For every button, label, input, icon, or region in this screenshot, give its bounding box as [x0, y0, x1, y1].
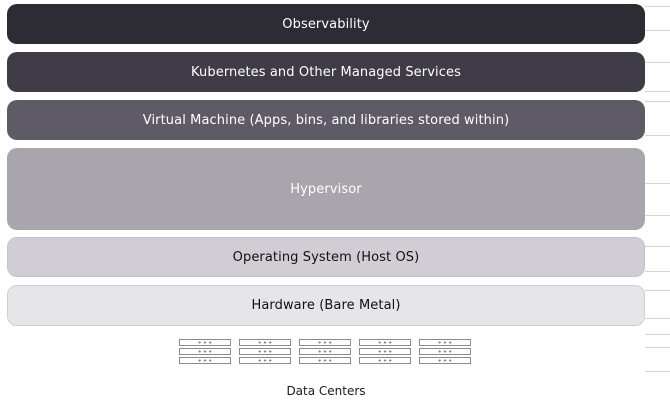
- edge-divider: [645, 30, 670, 31]
- layer-operating-system: Operating System (Host OS): [7, 237, 645, 277]
- edge-divider: [645, 62, 670, 63]
- layer-hypervisor: Hypervisor: [7, 148, 645, 230]
- layer-hardware-label: Hardware (Bare Metal): [251, 298, 401, 313]
- edge-divider: [645, 318, 670, 319]
- edge-divider: [645, 334, 670, 335]
- server-rack-icon: [239, 339, 291, 366]
- layer-kubernetes: Kubernetes and Other Managed Services: [7, 52, 645, 92]
- layer-observability: Observability: [7, 4, 645, 44]
- edge-divider: [645, 347, 670, 348]
- edge-divider: [645, 271, 670, 272]
- server-rack-icon: [419, 339, 471, 366]
- server-rack-icon: [359, 339, 411, 366]
- layer-observability-label: Observability: [282, 16, 370, 32]
- layer-kubernetes-label: Kubernetes and Other Managed Services: [191, 64, 461, 80]
- edge-divider: [645, 371, 670, 372]
- edge-divider: [645, 91, 670, 92]
- layer-virtual-machine: Virtual Machine (Apps, bins, and librari…: [7, 100, 645, 140]
- layer-hypervisor-label: Hypervisor: [290, 181, 362, 197]
- edge-divider: [645, 215, 670, 216]
- edge-divider: [645, 135, 670, 136]
- edge-divider: [645, 6, 670, 7]
- layer-operating-system-label: Operating System (Host OS): [232, 249, 420, 265]
- edge-divider: [645, 101, 670, 102]
- layer-hardware: Hardware (Bare Metal): [7, 285, 645, 326]
- edge-divider: [645, 246, 670, 247]
- server-rack-icon: [299, 339, 351, 366]
- edge-divider: [645, 183, 670, 184]
- layer-virtual-machine-label: Virtual Machine (Apps, bins, and librari…: [142, 112, 510, 128]
- server-rack-icon: [179, 339, 231, 366]
- edge-divider: [645, 290, 670, 291]
- data-centers-label: Data Centers: [286, 384, 366, 398]
